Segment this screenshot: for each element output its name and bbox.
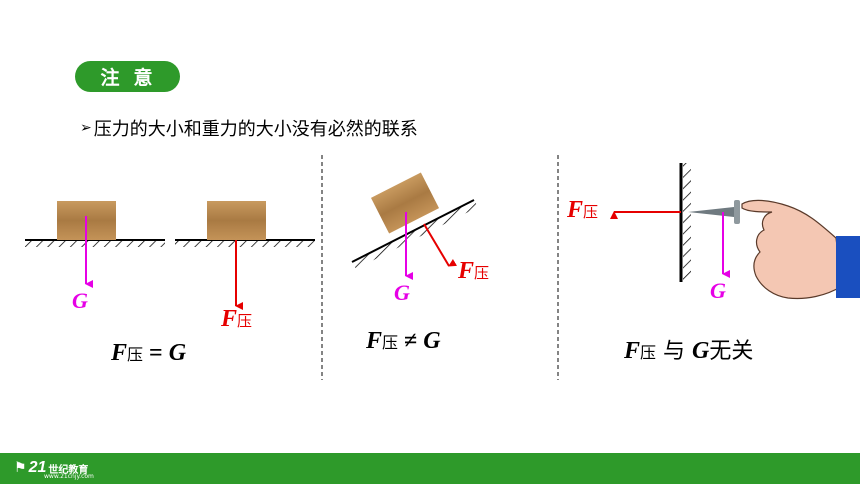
bullet-arrow-icon: ➢: [80, 120, 92, 136]
logo-text: 世纪教育: [48, 464, 89, 476]
eq2-op: ≠: [398, 328, 424, 354]
eq1-f: F: [111, 340, 128, 366]
logo-mark: 21: [28, 459, 47, 476]
eq3-mid: 与: [656, 339, 693, 364]
hand: [741, 199, 860, 300]
eq1-op: =: [143, 340, 169, 366]
eq3-tail: 无关: [709, 339, 754, 364]
eq1-g: G: [168, 340, 187, 366]
pressure-label-2-f: F: [221, 306, 238, 332]
gravity-label-4: G: [710, 278, 726, 303]
logo: ⚑ 21 世纪教育: [14, 459, 88, 477]
pressure-arrow-3: [423, 223, 458, 267]
eq2-sub: 压: [382, 333, 399, 352]
eq2-g: G: [423, 328, 441, 354]
footer-bar: ⚑ 21 世纪教育 www.21cnjy.com: [0, 453, 860, 484]
ground-2: [175, 239, 315, 247]
pressure-label-3-f: F: [458, 258, 475, 284]
statement: ➢ 压力的大小和重力的大小没有必然的联系: [80, 115, 418, 141]
pressure-label-2: F压: [221, 306, 252, 333]
eq3-sub: 压: [640, 343, 657, 362]
ground-1: [25, 239, 165, 247]
pressure-label-4: F压: [567, 197, 598, 224]
eq3-g: G: [692, 338, 710, 364]
pressure-label-4-sub: 压: [583, 203, 599, 221]
equation-not-equal: F压 ≠ G: [366, 328, 441, 355]
wood-block-2: [207, 201, 266, 240]
note-badge: 注意: [75, 61, 180, 92]
runner-icon: ⚑: [14, 460, 27, 476]
equation-unrelated: F压 与 G无关: [624, 333, 753, 365]
pressure-label-3-sub: 压: [474, 264, 490, 282]
incline: [351, 199, 478, 269]
wall: [679, 163, 691, 282]
pressure-label-3: F压: [458, 258, 489, 285]
physics-diagram: [25, 155, 860, 380]
statement-text: 压力的大小和重力的大小没有必然的联系: [93, 119, 418, 140]
thumbtack: [688, 200, 740, 224]
eq2-f: F: [366, 328, 383, 354]
eq1-sub: 压: [127, 345, 144, 364]
logo-url: www.21cnjy.com: [44, 473, 94, 480]
pressure-label-4-f: F: [567, 197, 584, 223]
equation-equal: F压 = G: [111, 340, 186, 367]
gravity-label-1: G: [72, 288, 88, 313]
gravity-label-3: G: [394, 280, 410, 305]
pressure-label-2-sub: 压: [237, 312, 253, 330]
wood-block-3: [370, 172, 440, 234]
eq3-f: F: [624, 338, 641, 364]
